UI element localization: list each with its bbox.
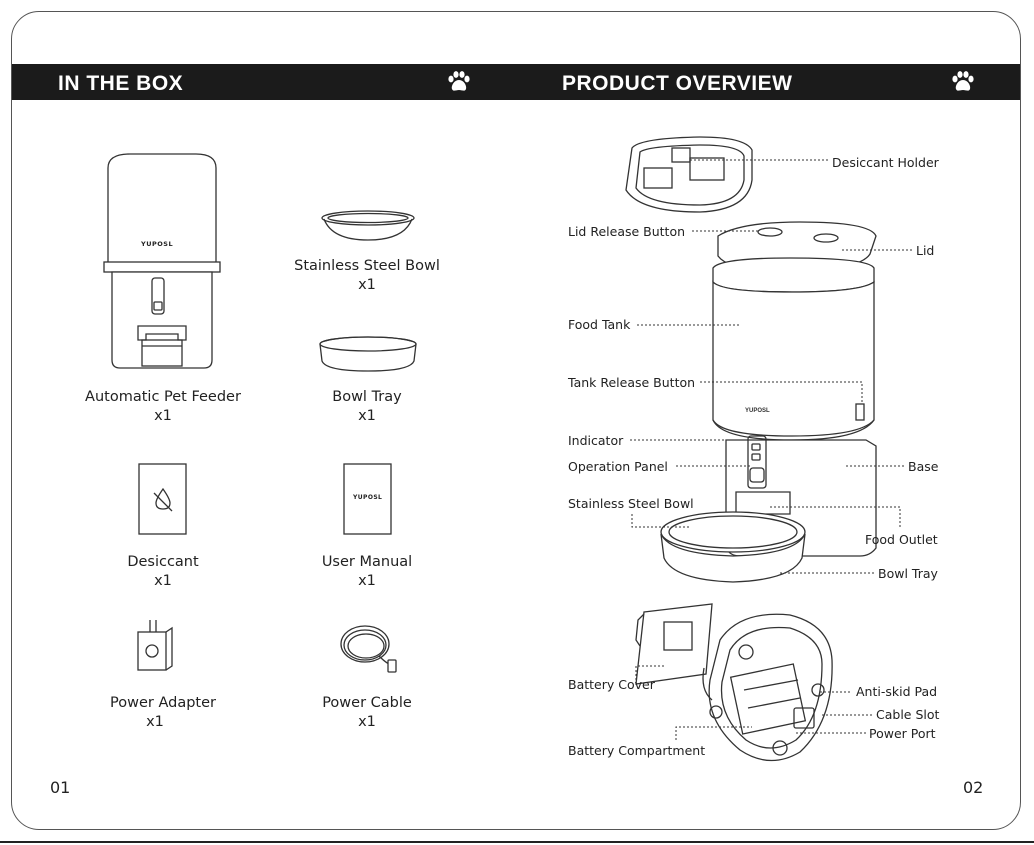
callout-food-tank: Food Tank	[568, 317, 631, 332]
bowl-tray-part	[660, 533, 806, 583]
bowl-tray-illustration	[319, 336, 417, 372]
stainless-bowl-part	[660, 511, 806, 553]
desiccant-illustration	[138, 463, 187, 535]
paw-icon	[448, 71, 470, 91]
item-qty-cable: x1	[358, 714, 376, 730]
manual-brand: YUPOSL	[353, 494, 383, 501]
callout-battery-cover: Battery Cover	[568, 677, 655, 692]
page-number-left: 01	[50, 778, 71, 797]
battery-cover-part	[635, 603, 713, 685]
item-name-manual: User Manual	[321, 554, 413, 570]
item-name-cable: Power Cable	[322, 695, 412, 711]
page-frame	[11, 11, 1021, 830]
callout-base: Base	[908, 459, 939, 474]
callout-bowl-tray: Bowl Tray	[878, 566, 938, 581]
desiccant-holder-part	[625, 136, 753, 213]
page-number-right: 02	[963, 778, 984, 797]
callout-tank-release-button: Tank Release Button	[568, 375, 696, 390]
item-qty-bowl: x1	[358, 277, 376, 293]
user-manual-illustration	[343, 463, 392, 535]
desiccant-drop-icon	[153, 487, 173, 512]
callout-desiccant-holder: Desiccant Holder	[832, 155, 939, 170]
callout-battery-compartment: Battery Compartment	[568, 743, 706, 758]
item-name-desiccant: Desiccant	[127, 554, 199, 570]
paw-icon	[952, 71, 974, 91]
product-overview-heading: PRODUCT OVERVIEW	[562, 72, 793, 95]
item-qty-manual: x1	[358, 573, 376, 589]
callout-operation-panel: Operation Panel	[568, 459, 668, 474]
item-qty-tray: x1	[358, 408, 376, 424]
callout-stainless-steel-bowl: Stainless Steel Bowl	[568, 496, 694, 511]
header-band	[12, 64, 1020, 100]
callout-food-outlet: Food Outlet	[865, 532, 938, 547]
item-qty-feeder: x1	[154, 408, 172, 424]
callout-cable-slot: Cable Slot	[876, 707, 940, 722]
item-qty-desiccant: x1	[154, 573, 172, 589]
tank-brand: YUPOSL	[745, 408, 770, 414]
callout-lid-release-button: Lid Release Button	[568, 224, 686, 239]
callout-indicator: Indicator	[568, 433, 624, 448]
callout-power-port: Power Port	[869, 726, 936, 741]
bottom-view-part	[702, 613, 833, 762]
leader-battery-compartment	[675, 726, 752, 740]
leader-stainless-steel-bowl	[631, 514, 690, 528]
item-name-adapter: Power Adapter	[110, 695, 216, 711]
callout-lid: Lid	[916, 243, 935, 258]
food-tank-part	[712, 280, 875, 437]
item-name-tray: Bowl Tray	[332, 389, 402, 405]
callout-anti-skid-pad: Anti-skid Pad	[856, 684, 938, 699]
item-name-feeder: Automatic Pet Feeder	[85, 389, 241, 405]
power-cable-illustration	[340, 625, 397, 673]
item-name-bowl: Stainless Steel Bowl	[294, 258, 440, 274]
pet-feeder-illustration	[103, 153, 221, 369]
bottom-rule	[0, 841, 1034, 843]
in-the-box-heading: IN THE BOX	[58, 72, 184, 95]
tank-release-button-part	[855, 403, 865, 421]
leader-tank-release-button	[700, 381, 863, 404]
power-adapter-illustration	[137, 620, 173, 671]
leader-battery-cover	[635, 665, 664, 680]
feeder-brand: YUPOSL	[141, 240, 174, 248]
leader-food-outlet	[770, 506, 901, 528]
stainless-steel-bowl-illustration	[321, 210, 415, 241]
item-qty-adapter: x1	[146, 714, 164, 730]
